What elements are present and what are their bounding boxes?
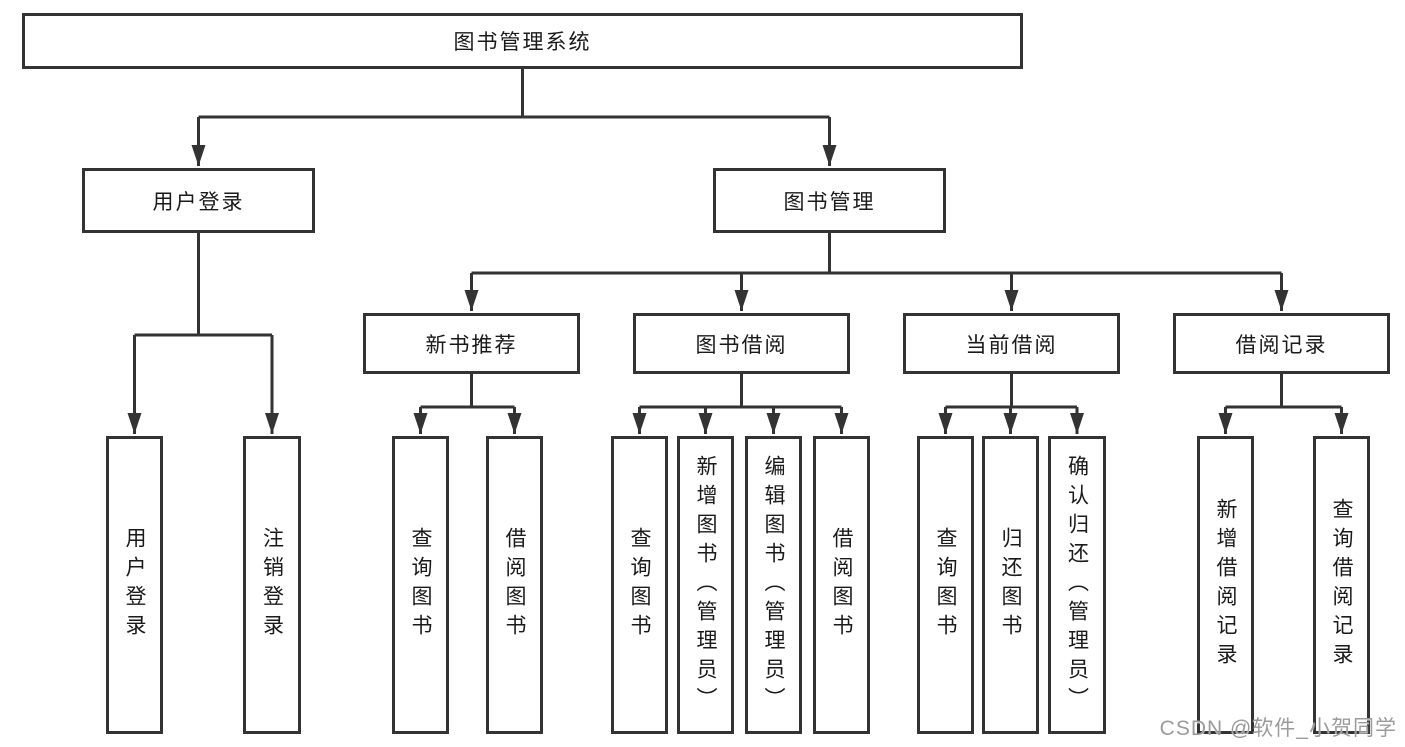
node-book-management-label: 图书管理 — [783, 190, 876, 214]
leaf-record-query-borrow-record: 查询借阅记录 — [1313, 436, 1370, 734]
tree-bus-lines — [134, 69, 1342, 409]
leaf-logout: 注销登录 — [243, 436, 301, 734]
node-book-borrow-label: 图书借阅 — [695, 333, 788, 357]
leaf-borrow-edit-books-admin-label: 编辑图书（管理员） — [762, 454, 786, 716]
node-book-borrow: 图书借阅 — [633, 313, 850, 374]
leaf-borrow-query-books-label: 查询图书 — [628, 527, 652, 643]
leaf-borrow-borrow-books: 借阅图书 — [813, 436, 870, 734]
leaf-recommend-query-books: 查询图书 — [392, 436, 449, 734]
leaf-current-confirm-return-admin-label: 确认归还（管理员） — [1065, 454, 1089, 716]
node-current-borrow-label: 当前借阅 — [965, 333, 1058, 357]
leaf-borrow-add-books-admin-label: 新增图书（管理员） — [694, 454, 718, 716]
leaf-logout-label: 注销登录 — [260, 527, 284, 643]
leaf-borrow-edit-books-admin: 编辑图书（管理员） — [745, 436, 802, 734]
node-borrow-record-label: 借阅记录 — [1235, 333, 1328, 357]
node-new-book-recommend-label: 新书推荐 — [425, 333, 518, 357]
leaf-borrow-add-books-admin: 新增图书（管理员） — [677, 436, 734, 734]
leaf-recommend-borrow-books-label: 借阅图书 — [503, 527, 527, 643]
leaf-record-add-borrow-record-label: 新增借阅记录 — [1214, 498, 1238, 672]
node-new-book-recommend: 新书推荐 — [363, 313, 580, 374]
leaf-borrow-borrow-books-label: 借阅图书 — [830, 527, 854, 643]
leaf-current-query-books-label: 查询图书 — [934, 527, 958, 643]
node-book-management: 图书管理 — [713, 168, 946, 233]
leaf-user-login-label: 用户登录 — [123, 527, 147, 643]
node-user-login: 用户登录 — [82, 168, 315, 233]
leaf-recommend-query-books-label: 查询图书 — [409, 527, 433, 643]
node-root: 图书管理系统 — [22, 13, 1023, 69]
leaf-record-query-borrow-record-label: 查询借阅记录 — [1330, 498, 1354, 672]
node-root-label: 图书管理系统 — [453, 31, 592, 54]
node-current-borrow: 当前借阅 — [903, 313, 1120, 374]
node-borrow-record: 借阅记录 — [1173, 313, 1390, 374]
leaf-recommend-borrow-books: 借阅图书 — [486, 436, 543, 734]
leaf-current-return-books: 归还图书 — [982, 436, 1039, 734]
watermark: CSDN @软件_小贺同学 — [1159, 717, 1397, 740]
leaf-current-query-books: 查询图书 — [917, 436, 974, 734]
leaf-current-return-books-label: 归还图书 — [999, 527, 1023, 643]
node-user-login-label: 用户登录 — [152, 190, 245, 214]
leaf-user-login: 用户登录 — [106, 436, 163, 734]
leaf-record-add-borrow-record: 新增借阅记录 — [1197, 436, 1254, 734]
leaf-current-confirm-return-admin: 确认归还（管理员） — [1048, 436, 1106, 734]
leaf-borrow-query-books: 查询图书 — [611, 436, 668, 734]
